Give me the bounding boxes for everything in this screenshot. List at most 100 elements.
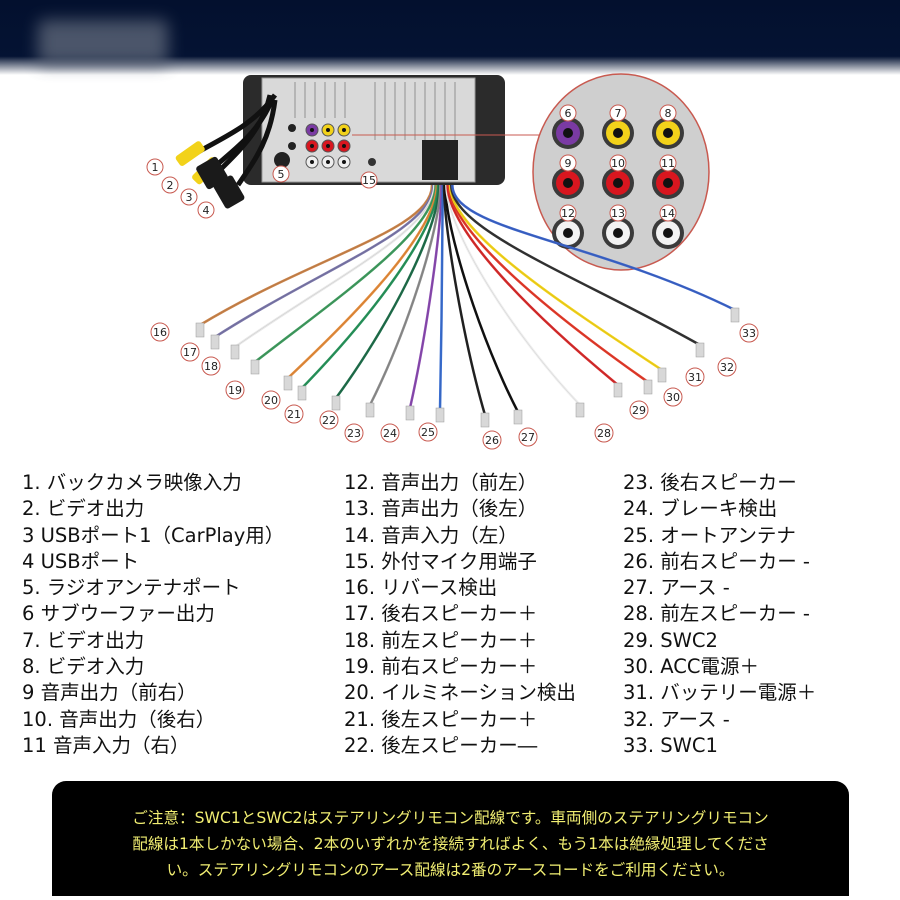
legend-item: 15. 外付マイク用端子	[344, 549, 537, 573]
wire-24	[405, 184, 443, 421]
callout-18: 18	[201, 356, 221, 376]
wire-terminal	[613, 382, 623, 398]
wire-path	[234, 184, 436, 349]
callout-number: 1	[152, 161, 159, 174]
rca-jack	[305, 123, 319, 137]
callout-number: 32	[720, 361, 734, 374]
wire-path	[448, 184, 663, 372]
wire-terminal	[435, 407, 445, 423]
callout-number: 14	[661, 207, 675, 220]
wire-33	[451, 184, 740, 323]
legend-item: 5. ラジオアンテナポート	[22, 576, 241, 600]
rca-jack	[305, 155, 319, 169]
callout-number: 22	[322, 414, 336, 427]
callout-number: 31	[688, 371, 702, 384]
callout-number: 11	[661, 157, 675, 170]
wire-path	[301, 184, 440, 389]
wire-path	[442, 184, 487, 416]
side-cables	[175, 93, 278, 209]
callout-24: 24	[380, 423, 400, 443]
callout-number: 27	[521, 431, 535, 444]
callout-13: 13	[609, 204, 627, 222]
wire-20	[283, 184, 439, 391]
legend-item: 12. 音声出力（前左）	[344, 471, 538, 494]
wire-17	[210, 184, 435, 350]
wire-32	[449, 184, 705, 358]
callout-6: 6	[559, 104, 577, 122]
wire-31	[448, 184, 667, 383]
wire-30	[447, 184, 653, 395]
wire-path	[438, 184, 445, 411]
callout-number: 12	[561, 207, 575, 220]
legend-item: 18. 前左スピーカー＋	[344, 628, 538, 652]
legend-item: 2. ビデオ出力	[22, 497, 145, 521]
wire-27	[443, 184, 523, 425]
callout-5: 5	[272, 165, 290, 183]
legend-item: 30. ACC電源＋	[623, 655, 759, 679]
callout-number: 19	[228, 384, 242, 397]
wire-21	[297, 184, 440, 401]
callout-19: 19	[225, 380, 245, 400]
head-unit	[243, 75, 545, 185]
rca-jack	[321, 123, 335, 137]
callout-number: 8	[665, 107, 672, 120]
wire-path	[199, 184, 434, 327]
legend-item: 17. 後右スピーカー＋	[344, 602, 538, 626]
callout-number: 16	[153, 326, 167, 339]
callout-32: 32	[717, 357, 737, 377]
notice-line: 配線は1本しかない場合、2本のいずれかを接続すればよく、もう1本は絶縁処理してく…	[132, 835, 769, 853]
callout-2: 2	[161, 176, 179, 194]
callout-3: 3	[180, 188, 198, 206]
legend-item: 31. バッテリー電源＋	[623, 681, 817, 705]
wire-path	[254, 184, 437, 363]
wire-terminal	[250, 359, 260, 375]
callout-number: 25	[421, 426, 435, 439]
callout-22: 22	[319, 410, 339, 430]
callout-21: 21	[284, 404, 304, 424]
legend-item: 24. ブレーキ検出	[623, 497, 778, 521]
wire-terminal	[480, 412, 490, 428]
zoom-rca-jack	[652, 217, 684, 249]
legend-item: 10. 音声出力（後右）	[22, 707, 216, 731]
wire-path	[445, 184, 581, 406]
zoom-rca-jack	[602, 217, 634, 249]
callout-number: 13	[611, 207, 625, 220]
callout-11: 11	[659, 154, 677, 172]
callout-number: 20	[264, 394, 278, 407]
callout-17: 17	[180, 342, 200, 362]
wire-path	[214, 184, 435, 339]
legend-item: 33. SWC1	[623, 733, 718, 757]
callout-number: 10	[611, 157, 625, 170]
legend-item: 4 USBポート	[22, 549, 140, 573]
callout-number: 17	[183, 346, 197, 359]
callout-7: 7	[609, 104, 627, 122]
callout-4: 4	[197, 201, 215, 219]
zoom-rca-jack	[602, 117, 634, 149]
callout-number: 33	[742, 327, 756, 340]
zoom-rca-jack	[552, 217, 584, 249]
callout-number: 18	[204, 360, 218, 373]
legend-item: 14. 音声入力（左）	[344, 523, 518, 547]
callout-8: 8	[659, 104, 677, 122]
zoom-rca-jack	[602, 167, 634, 199]
callout-16: 16	[150, 322, 170, 342]
wire-16	[195, 184, 434, 338]
callout-number: 5	[278, 168, 285, 181]
callout-12: 12	[559, 204, 577, 222]
legend-item: 20. イルミネーション検出	[344, 681, 576, 705]
callout-26: 26	[482, 430, 502, 450]
legend-item: 21. 後左スピーカー＋	[344, 707, 538, 731]
wire-path	[287, 184, 439, 379]
wire-25	[435, 184, 445, 423]
wire-terminal	[643, 379, 653, 395]
wire-23	[365, 184, 442, 418]
callout-15: 15	[360, 171, 378, 189]
zoom-rca-jack	[652, 117, 684, 149]
legend-item: 3 USBポート1（CarPlay用）	[22, 523, 285, 547]
legend-item: 22. 後左スピーカー―	[344, 733, 538, 757]
rca-jack	[305, 139, 319, 153]
wire-terminal	[283, 375, 293, 391]
blurred-logo	[38, 20, 168, 65]
legend-item: 26. 前右スピーカー -	[623, 549, 810, 573]
